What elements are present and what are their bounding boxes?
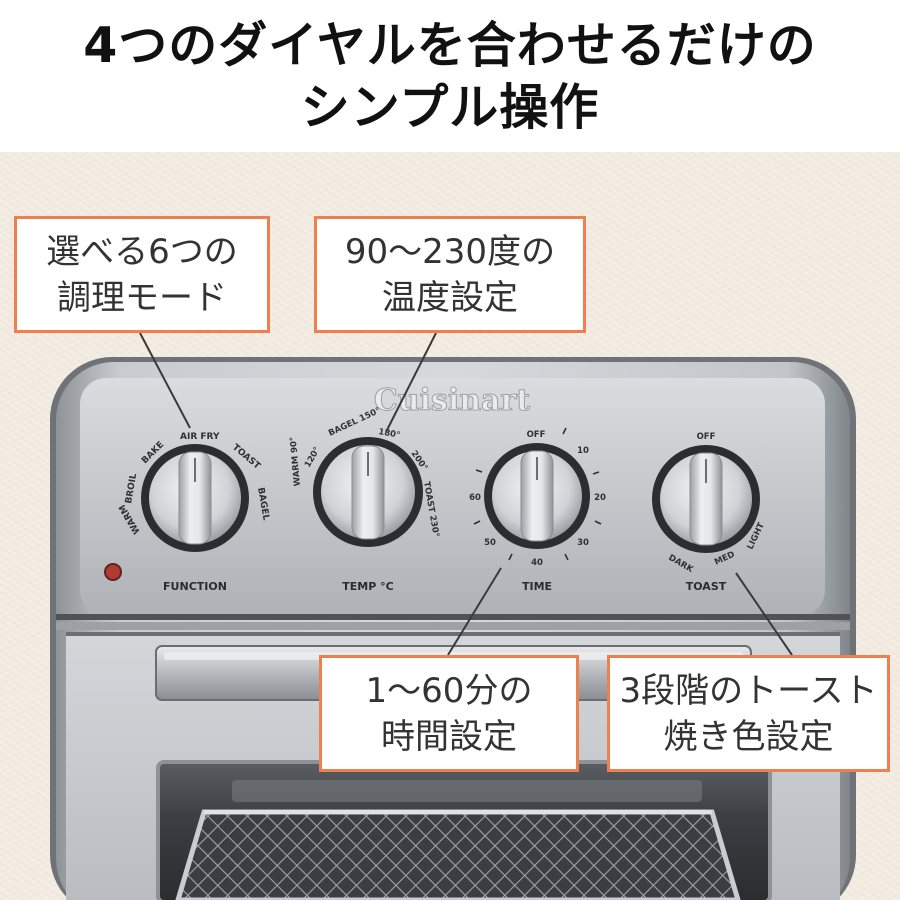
time-mark-off: OFF <box>527 430 546 440</box>
time-mark-30: 30 <box>577 538 589 548</box>
function-dial[interactable] <box>141 444 249 552</box>
callout-toast-line-2: 焼き色設定 <box>663 716 834 757</box>
time-dial-label: TIME <box>522 580 552 593</box>
callout-temperature-line-1: 90〜230度の <box>344 231 556 272</box>
callout-toast: 3段階のトースト 焼き色設定 <box>607 655 890 772</box>
time-mark-20: 20 <box>594 493 606 503</box>
headline-line-1: 4つのダイヤルを合わせるだけの <box>83 17 817 74</box>
function-mark-airfry: AIR FRY <box>180 432 220 442</box>
callout-time: 1〜60分の 時間設定 <box>319 655 579 772</box>
callout-modes-line-1: 選べる6つの <box>46 231 238 272</box>
toast-mark-off: OFF <box>697 432 716 442</box>
time-mark-10: 10 <box>577 446 589 456</box>
callout-temperature-line-2: 温度設定 <box>382 277 518 318</box>
air-fry-basket <box>175 809 741 900</box>
callout-cooking-modes: 選べる6つの 調理モード <box>14 216 270 333</box>
time-mark-50: 50 <box>484 538 496 548</box>
callout-temperature: 90〜230度の 温度設定 <box>314 216 586 333</box>
power-indicator-light <box>104 563 122 581</box>
time-mark-60: 60 <box>469 493 481 503</box>
callout-modes-line-2: 調理モード <box>57 277 227 318</box>
brand-logo: Cuisinart <box>374 383 530 418</box>
callout-time-line-1: 1〜60分の <box>365 670 533 711</box>
toast-dial[interactable] <box>652 445 760 553</box>
callout-toast-line-1: 3段階のトースト <box>619 670 878 711</box>
time-dial[interactable] <box>484 443 590 549</box>
temp-dial[interactable] <box>313 437 423 547</box>
temp-mark-warm: WARM 90° <box>289 436 303 486</box>
temp-dial-label: TEMP °C <box>342 580 393 593</box>
function-dial-label: FUNCTION <box>163 580 227 593</box>
callout-time-line-2: 時間設定 <box>381 716 517 757</box>
headline-line-2: シンプル操作 <box>300 79 600 136</box>
headline: 4つのダイヤルを合わせるだけの シンプル操作 <box>0 0 900 150</box>
toast-dial-label: TOAST <box>686 580 727 593</box>
time-mark-40: 40 <box>531 558 543 568</box>
